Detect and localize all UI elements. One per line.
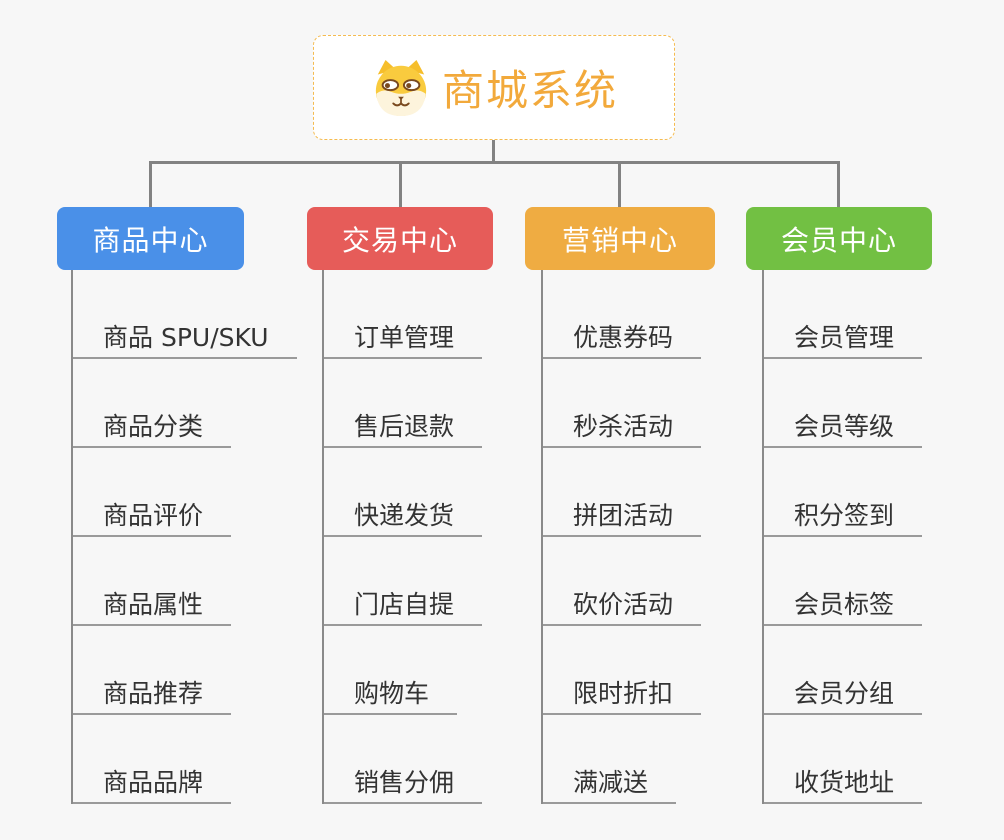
- child-topic-label: 购物车: [324, 681, 458, 715]
- branch-drop-line: [618, 161, 621, 208]
- child-topic-label: 销售分佣: [324, 770, 483, 804]
- root-title: 商城系统: [441, 66, 618, 115]
- child-topic-label: 商品品牌: [73, 770, 232, 804]
- child-topic[interactable]: 商品品牌: [73, 715, 297, 804]
- child-topic-label: 订单管理: [324, 325, 483, 359]
- branch-column-marketing: 优惠券码 秒杀活动 拼团活动 砍价活动 限时折扣 满减送: [541, 270, 702, 804]
- center-node-trade[interactable]: 交易中心: [307, 207, 493, 270]
- child-topic-label: 会员管理: [764, 325, 923, 359]
- branch-column-member: 会员管理 会员等级 积分签到 会员标签 会员分组 收货地址: [762, 270, 923, 804]
- child-topic[interactable]: 商品分类: [73, 359, 297, 448]
- branch-drop-line: [149, 161, 152, 208]
- child-topic-label: 商品属性: [73, 592, 232, 626]
- branch-drop-line: [399, 161, 402, 208]
- child-topic[interactable]: 售后退款: [324, 359, 483, 448]
- child-topic-label: 砍价活动: [543, 592, 702, 626]
- child-topic[interactable]: 满减送: [543, 715, 701, 804]
- child-topic-label: 售后退款: [324, 414, 483, 448]
- shiba-dog-icon: [375, 59, 427, 116]
- child-topic[interactable]: 销售分佣: [324, 715, 483, 804]
- child-topic[interactable]: 砍价活动: [543, 537, 702, 626]
- child-topic-label: 门店自提: [324, 592, 483, 626]
- child-topic-label: 优惠券码: [543, 325, 702, 359]
- child-topic[interactable]: 商品推荐: [73, 626, 297, 715]
- child-topic[interactable]: 订单管理: [324, 270, 483, 359]
- branch-column-trade: 订单管理 售后退款 快递发货 门店自提 购物车 销售分佣: [322, 270, 483, 804]
- center-node-member[interactable]: 会员中心: [746, 207, 932, 270]
- child-topic-label: 限时折扣: [543, 681, 702, 715]
- child-topic[interactable]: 快递发货: [324, 448, 483, 537]
- child-topic[interactable]: 会员标签: [764, 537, 923, 626]
- root-connector-line: [492, 140, 495, 163]
- child-topic-label: 秒杀活动: [543, 414, 702, 448]
- child-topic-label: 快递发货: [324, 503, 483, 537]
- child-topic-label: 满减送: [543, 770, 677, 804]
- branch-drop-line: [837, 161, 840, 208]
- child-topic[interactable]: 门店自提: [324, 537, 483, 626]
- child-topic[interactable]: 优惠券码: [543, 270, 702, 359]
- child-topic-label: 拼团活动: [543, 503, 702, 537]
- child-topic[interactable]: 商品 SPU/SKU: [73, 270, 297, 359]
- child-topic-label: 会员标签: [764, 592, 923, 626]
- center-node-product[interactable]: 商品中心: [57, 207, 244, 270]
- child-topic[interactable]: 收货地址: [764, 715, 923, 804]
- child-topic[interactable]: 拼团活动: [543, 448, 702, 537]
- child-topic-label: 收货地址: [764, 770, 923, 804]
- child-topic-label: 商品评价: [73, 503, 232, 537]
- child-topic[interactable]: 商品属性: [73, 537, 297, 626]
- child-topic-label: 商品推荐: [73, 681, 232, 715]
- child-topic-label: 会员等级: [764, 414, 923, 448]
- child-topic[interactable]: 限时折扣: [543, 626, 702, 715]
- child-topic-label: 商品 SPU/SKU: [73, 325, 297, 359]
- child-topic[interactable]: 会员分组: [764, 626, 923, 715]
- center-node-marketing[interactable]: 营销中心: [525, 207, 715, 270]
- child-topic[interactable]: 会员等级: [764, 359, 923, 448]
- child-topic-label: 商品分类: [73, 414, 232, 448]
- child-topic[interactable]: 积分签到: [764, 448, 923, 537]
- child-topic[interactable]: 秒杀活动: [543, 359, 702, 448]
- child-topic-label: 积分签到: [764, 503, 923, 537]
- child-topic[interactable]: 会员管理: [764, 270, 923, 359]
- child-topic[interactable]: 商品评价: [73, 448, 297, 537]
- child-topic[interactable]: 购物车: [324, 626, 482, 715]
- branch-bus-line: [149, 161, 840, 164]
- child-topic-label: 会员分组: [764, 681, 923, 715]
- root-node[interactable]: 商城系统: [313, 35, 675, 140]
- branch-column-product: 商品 SPU/SKU 商品分类 商品评价 商品属性 商品推荐 商品品牌: [71, 270, 297, 804]
